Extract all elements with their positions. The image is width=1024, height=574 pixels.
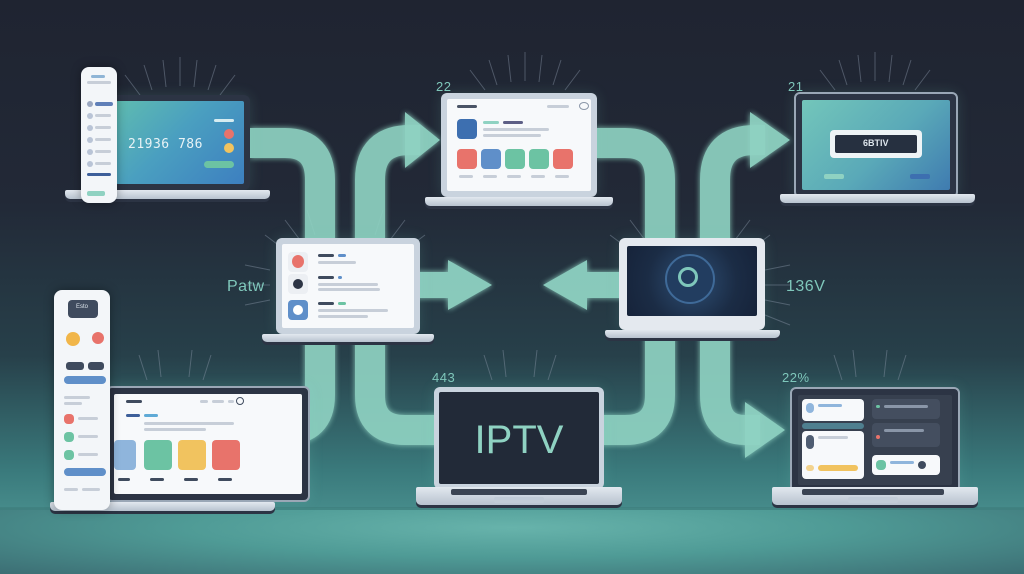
- device-bottom-center[interactable]: IPTV: [416, 387, 622, 517]
- device-top-left[interactable]: 21936 786: [65, 65, 275, 210]
- device-top-right[interactable]: 6BTIV: [780, 92, 976, 212]
- card-blue[interactable]: [114, 440, 136, 470]
- panels-screen: [798, 395, 952, 485]
- card-top[interactable]: [802, 399, 864, 421]
- play-ring-icon[interactable]: [665, 254, 715, 304]
- row-2-thumb: [288, 274, 308, 294]
- item-icon-red: [64, 414, 74, 424]
- label-bottom-right: 22%: [782, 370, 810, 385]
- action-button[interactable]: [204, 161, 234, 168]
- dashboard-screen: [447, 99, 591, 191]
- tab-strip[interactable]: [802, 423, 864, 429]
- profile-icon: [92, 332, 104, 344]
- status-card[interactable]: [872, 455, 940, 475]
- keyboard: [802, 489, 944, 495]
- tile-3[interactable]: [505, 149, 525, 169]
- label-top-right: 21: [788, 79, 804, 94]
- row-1-thumb: [288, 252, 308, 272]
- iptv-title: IPTV: [474, 418, 564, 462]
- label-top-center: 22: [436, 79, 452, 94]
- arrow-midleft-to-topcenter: [355, 125, 420, 245]
- device-top-center[interactable]: [425, 93, 615, 211]
- upgrade-button[interactable]: [818, 465, 858, 471]
- keyboard: [451, 489, 587, 495]
- user-icon[interactable]: [579, 102, 589, 110]
- device-mid-right[interactable]: [605, 238, 780, 346]
- arrowhead-center-right: [448, 260, 492, 310]
- coin-icon: [224, 143, 234, 153]
- arrowhead-center-left: [543, 260, 587, 310]
- tile-5[interactable]: [553, 149, 573, 169]
- balance-screen: 21936 786: [116, 101, 244, 184]
- row-3-thumb: [288, 300, 308, 320]
- tablet-button[interactable]: Esto: [68, 300, 98, 318]
- card-yellow[interactable]: [178, 440, 206, 470]
- confirm-button[interactable]: [64, 468, 106, 476]
- feature-icon: [457, 119, 477, 139]
- label-mid-right: 136V: [786, 278, 826, 295]
- tile-2[interactable]: [481, 149, 501, 169]
- iptv-screen: IPTV: [439, 392, 599, 484]
- login-field-text: 6BTIV: [863, 138, 889, 148]
- login-screen: 6BTIV: [802, 100, 950, 190]
- account-icon[interactable]: [236, 397, 244, 405]
- phone-menu[interactable]: [81, 67, 117, 203]
- floor-surface: [0, 508, 1024, 574]
- list-screen: [282, 244, 414, 328]
- tile-1[interactable]: [457, 149, 477, 169]
- card-green[interactable]: [144, 440, 172, 470]
- tablet-panel[interactable]: Esto: [54, 290, 110, 510]
- player-screen[interactable]: [627, 246, 757, 316]
- device-bottom-right[interactable]: [772, 387, 978, 517]
- item-icon-green: [64, 432, 74, 442]
- tile-4[interactable]: [529, 149, 549, 169]
- item-icon-green-2: [64, 450, 74, 460]
- card-red[interactable]: [212, 440, 240, 470]
- screen-value: 21936 786: [128, 137, 203, 152]
- login-field[interactable]: 6BTIV: [830, 130, 922, 158]
- card-detail[interactable]: [802, 431, 864, 479]
- trackpad[interactable]: [494, 497, 544, 503]
- catalog-screen: [114, 394, 302, 494]
- tablet-button-label: Esto: [76, 304, 89, 310]
- toggle-control[interactable]: [64, 376, 106, 384]
- device-mid-left[interactable]: [262, 238, 437, 346]
- floor-line: [0, 507, 1024, 510]
- label-mid-left: Patw: [227, 278, 265, 295]
- key-icon: [66, 332, 80, 346]
- device-bottom-left[interactable]: Esto: [50, 290, 310, 520]
- info-panel-2: [872, 423, 940, 447]
- trackpad[interactable]: [848, 497, 898, 503]
- label-bottom-center: 443: [432, 370, 456, 385]
- info-panel-1: [872, 399, 940, 419]
- alert-icon: [224, 129, 234, 139]
